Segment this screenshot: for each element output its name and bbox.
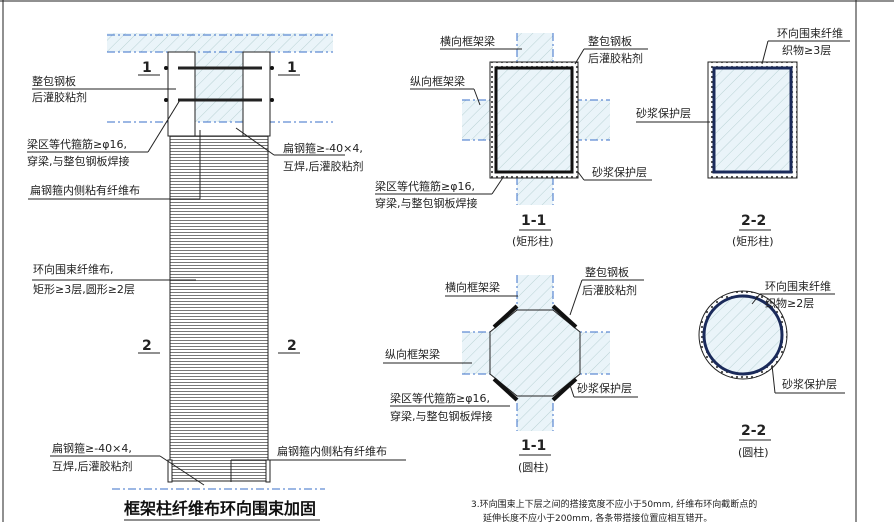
section-mark-2-right: 2 (287, 338, 297, 354)
label-longitudinal-beam: 纵向框架梁 (385, 347, 440, 361)
label-fiber-inner-bottom: 扁钢箍内侧粘有纤维布 (277, 444, 387, 458)
label-steel-plate: 整包钢板 (588, 34, 632, 48)
label-stirrup-line1: 梁区等代箍筋≥φ16, (390, 391, 490, 405)
section-caption: (矩形柱) (732, 234, 774, 248)
label-longitudinal-beam: 纵向框架梁 (410, 74, 465, 88)
label-flat-hoop-bottom-line2: 互焊,后灌胶粘剂 (52, 459, 133, 473)
label-fiber-line1: 环向围束纤维 (777, 26, 843, 40)
section-label: 2-2 (741, 423, 766, 439)
label-wrap-line2: 矩形≥3层,圆形≥2层 (33, 283, 135, 296)
drawing-title: 框架柱纤维布环向围束加固 (124, 499, 316, 518)
label-stirrup-line2: 穿梁,与整包钢板焊接 (27, 154, 130, 168)
rect-section-1-1: 横向框架梁 整包钢板 后灌胶粘剂 纵向框架梁 砂浆保护层 梁区等代箍筋≥φ16,… (375, 33, 652, 248)
section-mark-1-left: 1 (142, 60, 152, 76)
label-stirrup-line1: 梁区等代箍筋≥φ16, (375, 179, 475, 193)
label-flat-hoop-top-line1: 扁钢箍≥-40×4, (283, 141, 363, 155)
label-steel-plate: 整包钢板 (32, 74, 76, 88)
round-section-1-1: 横向框架梁 整包钢板 后灌胶粘剂 纵向框架梁 砂浆保护层 梁区等代箍筋≥φ16,… (383, 265, 644, 474)
note-line-1: 3.环向围束上下层之间的搭接宽度不应小于50mm, 纤维布环向截断点的 (471, 498, 757, 510)
label-flat-hoop-bottom-line1: 扁钢箍≥-40×4, (52, 441, 132, 455)
section-label: 1-1 (521, 438, 546, 454)
label-glue: 后灌胶粘剂 (32, 90, 87, 104)
round-section-2-2: 环向围束纤维 织物≥2层 砂浆保护层 2-2 (圆柱) (698, 279, 845, 459)
fiber-wrapped-column (169, 135, 269, 482)
label-glue: 后灌胶粘剂 (588, 51, 643, 65)
label-mortar: 砂浆保护层 (592, 165, 647, 179)
label-mortar: 砂浆保护层 (636, 106, 691, 120)
steel-plate-left (167, 51, 196, 137)
label-wrap-line1: 环向围束纤维布, (33, 262, 114, 276)
label-fiber-line1: 环向围束纤维 (765, 279, 831, 293)
label-fiber-inner-top: 扁钢箍内侧粘有纤维布 (30, 183, 140, 197)
label-mortar: 砂浆保护层 (577, 381, 632, 395)
label-stirrup-line1: 梁区等代箍筋≥φ16, (27, 137, 127, 151)
note-line-2: 延伸长度不应小于200mm, 各条带搭接位置应相互错开。 (483, 512, 712, 522)
label-fiber-line2: 织物≥3层 (782, 43, 831, 57)
section-caption: (矩形柱) (512, 234, 554, 248)
section-caption: (圆柱) (518, 460, 549, 474)
section-label: 1-1 (521, 213, 546, 229)
steel-plate-right (242, 51, 271, 137)
label-transverse-beam: 横向框架梁 (440, 34, 495, 48)
label-mortar: 砂浆保护层 (782, 377, 837, 391)
rect-section-2-2: 环向围束纤维 织物≥3层 砂浆保护层 2-2 (矩形柱) (636, 26, 850, 248)
label-stirrup-line2: 穿梁,与整包钢板焊接 (375, 196, 478, 210)
section-mark-2-left: 2 (142, 338, 152, 354)
label-flat-hoop-top-line2: 互焊,后灌胶粘剂 (283, 159, 364, 173)
column-elevation: 1 1 2 2 整包钢板 后灌胶粘剂 梁区等代箍筋≥φ16, 穿梁,与整包钢板焊… (27, 33, 406, 521)
section-mark-1-right: 1 (287, 60, 297, 76)
label-transverse-beam: 横向框架梁 (445, 280, 500, 294)
label-glue: 后灌胶粘剂 (582, 283, 637, 297)
label-stirrup-line2: 穿梁,与整包钢板焊接 (390, 409, 493, 423)
section-label: 2-2 (741, 213, 766, 229)
section-caption: (圆柱) (738, 445, 769, 459)
label-fiber-line2: 织物≥2层 (765, 296, 814, 310)
label-steel-plate: 整包钢板 (585, 265, 629, 279)
